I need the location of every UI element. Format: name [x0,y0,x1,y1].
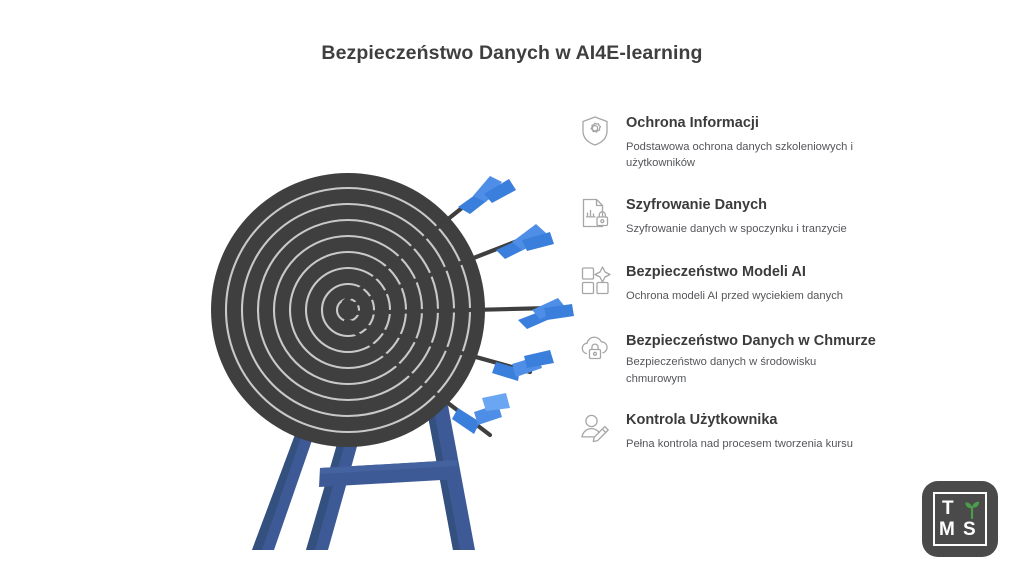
tms-logo: T M S [922,481,998,557]
feature-text: Bezpieczeństwo Danych w Chmurze Bezpiecz… [626,330,878,387]
feature-title: Kontrola Użytkownika [626,411,778,428]
feature-description: Ochrona modeli AI przed wyciekiem danych [626,290,844,303]
feature-item-szyfrowanie-danych: Szyfrowanie Danych Szyfrowanie danych w … [578,194,878,237]
feature-title: Bezpieczeństwo Danych w Chmurze [626,333,876,350]
feature-item-ochrona-informacji: Ochrona Informacji Podstawowa ochrona da… [578,112,878,172]
feature-text: Bezpieczeństwo Modeli AI Ochrona modeli … [626,261,878,304]
archery-target-illustration [200,150,580,550]
feature-item-bezpieczenstwo-danych-w-chmurze: Bezpieczeństwo Danych w Chmurze Bezpiecz… [578,330,878,387]
feature-title: Bezpieczeństwo Modeli AI [626,263,806,280]
feature-item-bezpieczenstwo-modeli-ai: Bezpieczeństwo Modeli AI Ochrona modeli … [578,261,878,304]
feature-description: Pełna kontrola nad procesem tworzenia ku… [626,438,853,451]
feature-list: Ochrona Informacji Podstawowa ochrona da… [578,112,878,452]
arrow-fletching [452,393,510,434]
user-pencil-icon [578,411,616,449]
feature-text: Szyfrowanie Danych Szyfrowanie danych w … [626,194,878,237]
sprout-icon [965,501,980,520]
page-title: Bezpieczeństwo Danych w AI4E-learning [321,42,703,64]
feature-title: Szyfrowanie Danych [626,196,768,213]
feature-item-kontrola-uzytkownika: Kontrola Użytkownika Pełna kontrola nad … [578,409,878,452]
logo-letter-t: T [942,498,954,519]
feature-description: Szyfrowanie danych w spoczynku i tranzyc… [626,222,847,235]
feature-text: Kontrola Użytkownika Pełna kontrola nad … [626,409,878,452]
feature-text: Ochrona Informacji Podstawowa ochrona da… [626,112,878,172]
feature-description: Podstawowa ochrona danych szkoleniowych … [626,141,853,170]
arrow-fletching [458,176,516,214]
shield-gear-icon [578,114,616,152]
arrow-fletching [496,224,554,259]
cloud-lock-icon [578,332,616,370]
arrow-fletching [492,350,554,381]
logo-border: T M S [933,492,987,546]
feature-title: Ochrona Informacji [626,115,759,131]
document-lock-icon [578,196,616,234]
grid-sparkle-icon [578,263,616,301]
arrow-fletching [518,298,574,329]
feature-description: Bezpieczeństwo danych w środowisku chmur… [626,356,817,385]
logo-letter-m: M [939,519,955,540]
arrows [341,176,574,438]
logo-letter-s: S [963,519,976,540]
logo-letters: T M S [935,494,989,548]
